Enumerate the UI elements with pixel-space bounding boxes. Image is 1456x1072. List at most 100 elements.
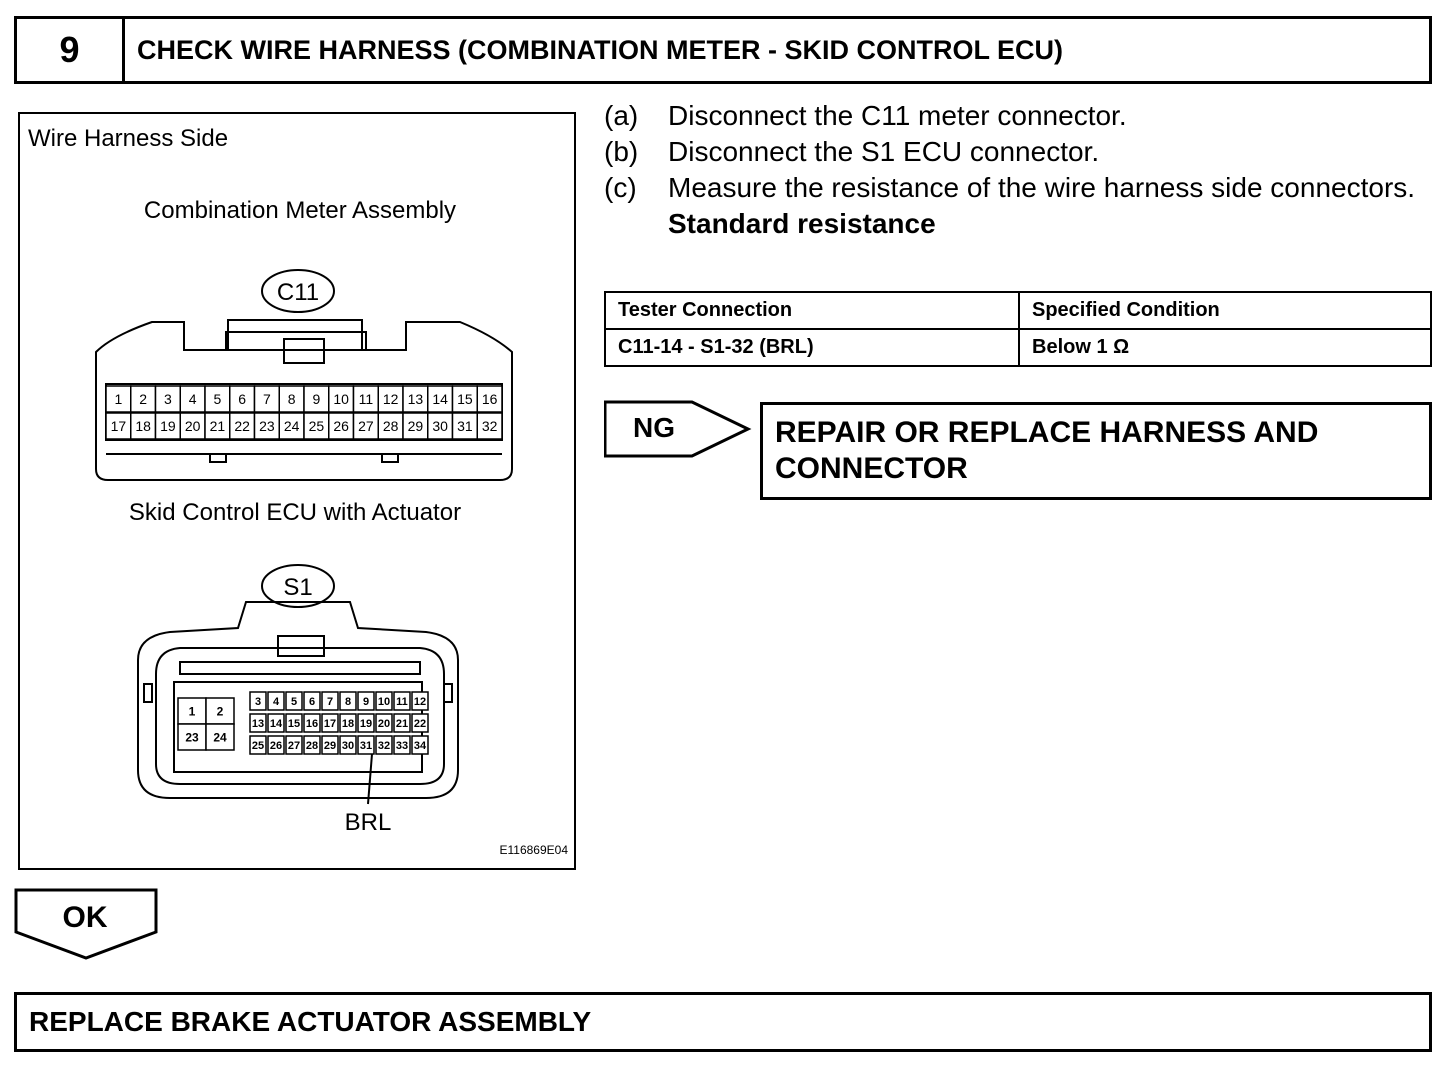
ecu-pin-label: 29: [324, 740, 336, 752]
table-row: C11-14 - S1-32 (BRL) Below 1 Ω: [604, 328, 1432, 367]
ecu-pin-label: 9: [363, 696, 369, 708]
ecu-pin-label: 27: [288, 740, 300, 752]
ecu-pin-cell: [411, 713, 429, 733]
meter-connector-lock-tab: [283, 338, 325, 364]
ecu-pin-cell: [357, 735, 375, 755]
header-tester-connection: Tester Connection: [604, 291, 1020, 330]
meter-pin-label: 11: [359, 391, 374, 407]
brl-wire-label: BRL: [345, 809, 392, 836]
ecu-pin-label: 24: [213, 730, 227, 744]
ecu-pin-cell: [205, 697, 235, 725]
meter-pin-cell: [154, 412, 181, 440]
meter-pin-label: 5: [213, 391, 221, 407]
meter-pin-cell: [154, 385, 181, 413]
ecu-pin-cell: [375, 691, 393, 711]
ok-label: OK: [62, 901, 108, 934]
ok-result-box: REPLACE BRAKE ACTUATOR ASSEMBLY: [14, 992, 1432, 1052]
ecu-pin-label: 23: [185, 730, 199, 744]
meter-pin-label: 29: [408, 418, 424, 434]
ecu-pin-label: 25: [252, 740, 264, 752]
meter-pin-label: 28: [383, 418, 399, 434]
ng-result-box: REPAIR OR REPLACE HARNESS AND CONNECTOR: [760, 402, 1432, 500]
meter-pin-cell: [476, 412, 503, 440]
ecu-pin-label: 31: [360, 740, 372, 752]
ecu-pin-cell: [339, 691, 357, 711]
ecu-pin-label: 11: [396, 696, 408, 708]
ecu-pin-label: 16: [306, 718, 318, 730]
meter-pin-label: 9: [312, 391, 320, 407]
meter-pin-cell: [253, 412, 280, 440]
meter-pin-cell: [179, 412, 206, 440]
meter-pin-cell: [352, 412, 379, 440]
connector-diagram: Wire Harness Side Combination Meter Asse…: [18, 112, 576, 870]
meter-pin-cell: [402, 385, 429, 413]
ecu-pin-label: 8: [345, 696, 351, 708]
ecu-pin-label: 1: [189, 704, 196, 718]
meter-pin-cell: [229, 385, 256, 413]
meter-pin-label: 14: [432, 391, 448, 407]
meter-pin-cell: [179, 385, 206, 413]
ecu-pin-label: 17: [324, 718, 336, 730]
meter-pin-cell: [402, 412, 429, 440]
meter-connector-latch: [225, 331, 367, 351]
standard-resistance-label: Standard resistance: [668, 208, 936, 239]
meter-pin-label: 17: [111, 418, 127, 434]
meter-pin-cell: [278, 412, 305, 440]
meter-pin-cell: [352, 385, 379, 413]
ecu-pin-cell: [393, 713, 411, 733]
meter-pin-label: 15: [457, 391, 473, 407]
ecu-pin-label: 26: [270, 740, 282, 752]
ecu-pin-label: 12: [414, 696, 426, 708]
ecu-pin-cell: [249, 735, 267, 755]
ecu-pin-label: 4: [273, 696, 280, 708]
meter-pin-label: 2: [139, 391, 147, 407]
ecu-pin-cell: [249, 713, 267, 733]
ecu-pin-label: 7: [327, 696, 333, 708]
step-header: 9 CHECK WIRE HARNESS (COMBINATION METER …: [14, 16, 1432, 84]
ecu-label: Skid Control ECU with Actuator: [129, 499, 461, 526]
ng-arrow-shape: [604, 400, 752, 458]
ecu-pin-cell: [205, 723, 235, 751]
step-text: Disconnect the S1 ECU connector.: [668, 136, 1100, 167]
ecu-pin-label: 18: [342, 718, 354, 730]
meter-pin-cell: [476, 385, 503, 413]
ecu-pin-cell: [303, 691, 321, 711]
meter-pin-label: 27: [358, 418, 374, 434]
meter-pin-cell: [105, 385, 132, 413]
table-header-row: Tester Connection Specified Condition: [604, 291, 1432, 330]
ecu-pin-cell: [411, 735, 429, 755]
cell-specified-condition: Below 1 Ω: [1018, 328, 1432, 367]
figure-code: E116869E04: [499, 843, 568, 857]
wire-harness-side-label: Wire Harness Side: [28, 125, 228, 152]
meter-pin-label: 12: [383, 391, 399, 407]
meter-pin-cell: [451, 385, 478, 413]
ok-arrow-shape: [14, 888, 158, 960]
meter-connector-c11: [95, 269, 513, 481]
meter-pin-cell: [328, 385, 355, 413]
ecu-pin-cell: [267, 713, 285, 733]
ecu-pin-cell: [375, 713, 393, 733]
meter-pin-cell: [130, 385, 157, 413]
ecu-connector-housing: [137, 601, 459, 799]
brl-leader-line: [367, 753, 373, 805]
ecu-pin-cell: [177, 697, 207, 725]
ecu-pin-label: 5: [291, 696, 297, 708]
step-title: CHECK WIRE HARNESS (COMBINATION METER - …: [137, 34, 1063, 65]
ecu-pin-label: 21: [396, 718, 408, 730]
instruction-step: (b) Disconnect the S1 ECU connector.: [604, 134, 1424, 170]
meter-pin-label: 24: [284, 418, 300, 434]
step-letter: (c): [604, 172, 637, 203]
ecu-pin-label: 34: [414, 740, 427, 752]
connector-diagram-svg: Wire Harness Side Combination Meter Asse…: [28, 125, 568, 857]
meter-pin-label: 26: [333, 418, 349, 434]
meter-pin-label: 32: [482, 418, 498, 434]
ecu-pin-label: 32: [378, 740, 390, 752]
meter-connector-key-left: [209, 453, 227, 463]
ecu-pin-label: 13: [252, 718, 264, 730]
meter-pin-label: 16: [482, 391, 498, 407]
step-text: Measure the resistance of the wire harne…: [668, 172, 1416, 203]
meter-pin-label: 4: [189, 391, 197, 407]
meter-pin-label: 3: [164, 391, 172, 407]
ecu-pin-cell: [393, 691, 411, 711]
